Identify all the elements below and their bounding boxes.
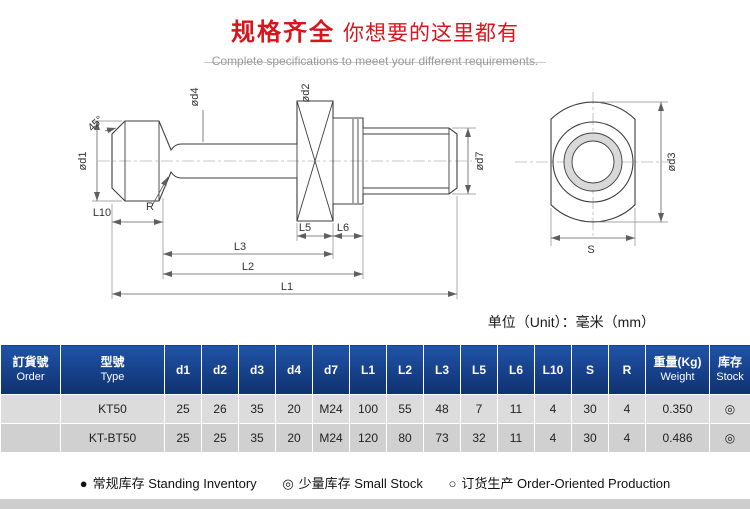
page-subtitle: Complete specifications to meeet your di… bbox=[203, 54, 546, 68]
side-view bbox=[550, 101, 636, 223]
legend-label: 常规库存 Standing Inventory bbox=[92, 476, 257, 491]
cell-order bbox=[0, 394, 61, 424]
cell-L1: 120 bbox=[349, 423, 387, 453]
cell-L3: 73 bbox=[423, 423, 461, 453]
cell-L2: 80 bbox=[386, 423, 424, 453]
cell-L1: 100 bbox=[349, 394, 387, 424]
col-header-d7: d7 bbox=[312, 344, 350, 395]
subtitle-row: Complete specifications to meeet your di… bbox=[0, 52, 750, 70]
unit-note: 单位（Unit）：毫米（mm） bbox=[487, 314, 655, 330]
page-title: 规格齐全你想要的这里都有 bbox=[0, 12, 750, 47]
dim-label-l6: L6 bbox=[337, 222, 349, 234]
cell-L6: 11 bbox=[497, 423, 535, 453]
col-header-L6: L6 bbox=[497, 344, 535, 395]
legend-label: 少量库存 Small Stock bbox=[298, 476, 423, 491]
table-row: KT-BT50 25 25 35 20 M24 120 80 73 32 11 … bbox=[0, 423, 750, 453]
dim-label-r: R bbox=[146, 201, 154, 213]
cell-L5: 7 bbox=[460, 394, 498, 424]
dim-label-angle: 45° bbox=[86, 114, 106, 134]
cell-L3: 48 bbox=[423, 394, 461, 424]
bottom-bar bbox=[0, 499, 750, 509]
cell-d1: 25 bbox=[164, 394, 202, 424]
dim-label-l10: L10 bbox=[93, 207, 111, 219]
cell-d3: 35 bbox=[238, 423, 276, 453]
title-light: 你想要的这里都有 bbox=[343, 22, 519, 45]
title-strong: 规格齐全 bbox=[231, 19, 335, 46]
cell-d7: M24 bbox=[312, 423, 350, 453]
col-header-L5: L5 bbox=[460, 344, 498, 395]
dim-label-s: S bbox=[587, 244, 594, 256]
legend-item-order-oriented: ○ 订货生产 Order-Oriented Production bbox=[449, 476, 671, 491]
col-header-L1: L1 bbox=[349, 344, 387, 395]
cell-d2: 26 bbox=[201, 394, 239, 424]
flange-cross-mark bbox=[296, 100, 334, 222]
dimension-lines bbox=[94, 102, 664, 297]
cell-type: KT-BT50 bbox=[60, 423, 165, 453]
cell-L10: 4 bbox=[534, 423, 572, 453]
cell-S: 30 bbox=[571, 423, 609, 453]
dim-label-d2: ød2 bbox=[300, 84, 312, 103]
legend-label: 订货生产 Order-Oriented Production bbox=[461, 476, 671, 491]
cell-L6: 11 bbox=[497, 394, 535, 424]
cell-R: 4 bbox=[608, 394, 646, 424]
empty-circle-icon: ○ bbox=[448, 476, 457, 491]
legend-item-standing: ● 常规库存 Standing Inventory bbox=[80, 476, 257, 491]
cell-L5: 32 bbox=[460, 423, 498, 453]
pull-stud-profile bbox=[111, 100, 458, 222]
filled-circle-icon: ● bbox=[79, 476, 88, 491]
legend-item-small-stock: ◎ 少量库存 Small Stock bbox=[282, 476, 423, 491]
col-header-L3: L3 bbox=[423, 344, 461, 395]
dim-label-d3: ød3 bbox=[666, 153, 678, 172]
col-header-S: S bbox=[571, 344, 609, 395]
dim-label-l3: L3 bbox=[234, 241, 246, 253]
technical-drawing-svg: ød1 ød4 ød2 ød7 ød3 45° R L10 L5 L6 L3 L… bbox=[77, 84, 678, 299]
cell-L2: 55 bbox=[386, 394, 424, 424]
page-header: 规格齐全你想要的这里都有 Complete specifications to … bbox=[0, 0, 750, 70]
cell-S: 30 bbox=[571, 394, 609, 424]
stock-legend: ● 常规库存 Standing Inventory ◎ 少量库存 Small Sto… bbox=[0, 473, 750, 492]
col-header-R: R bbox=[608, 344, 646, 395]
dim-label-l5: L5 bbox=[299, 222, 311, 234]
col-header-d4: d4 bbox=[275, 344, 313, 395]
cell-d4: 20 bbox=[275, 394, 313, 424]
cell-d4: 20 bbox=[275, 423, 313, 453]
table-row: KT50 25 26 35 20 M24 100 55 48 7 11 4 30… bbox=[0, 394, 750, 424]
cell-weight: 0.350 bbox=[645, 394, 710, 424]
col-header-L2: L2 bbox=[386, 344, 424, 395]
cell-d3: 35 bbox=[238, 394, 276, 424]
technical-drawing: ød1 ød4 ød2 ød7 ød3 45° R L10 L5 L6 L3 L… bbox=[0, 70, 750, 312]
col-header-weight: 重量(Kg)Weight bbox=[645, 344, 710, 395]
cell-d1: 25 bbox=[164, 423, 202, 453]
dim-label-d1: ød1 bbox=[77, 152, 89, 171]
dim-label-d7: ød7 bbox=[474, 152, 486, 171]
cell-d2: 25 bbox=[201, 423, 239, 453]
cell-d7: M24 bbox=[312, 394, 350, 424]
cell-type: KT50 bbox=[60, 394, 165, 424]
bullseye-circle-icon: ◎ bbox=[282, 476, 294, 491]
dim-label-l1: L1 bbox=[281, 281, 293, 293]
col-header-L10: L10 bbox=[534, 344, 572, 395]
cell-order bbox=[0, 423, 61, 453]
cell-R: 4 bbox=[608, 423, 646, 453]
dim-label-d4: ød4 bbox=[189, 88, 201, 107]
cell-weight: 0.486 bbox=[645, 423, 710, 453]
col-header-d1: d1 bbox=[164, 344, 202, 395]
col-header-d3: d3 bbox=[238, 344, 276, 395]
dim-label-l2: L2 bbox=[242, 261, 254, 273]
stock-status-icon: ◎ bbox=[709, 394, 750, 424]
cell-L10: 4 bbox=[534, 394, 572, 424]
col-header-d2: d2 bbox=[201, 344, 239, 395]
stock-status-icon: ◎ bbox=[709, 423, 750, 453]
